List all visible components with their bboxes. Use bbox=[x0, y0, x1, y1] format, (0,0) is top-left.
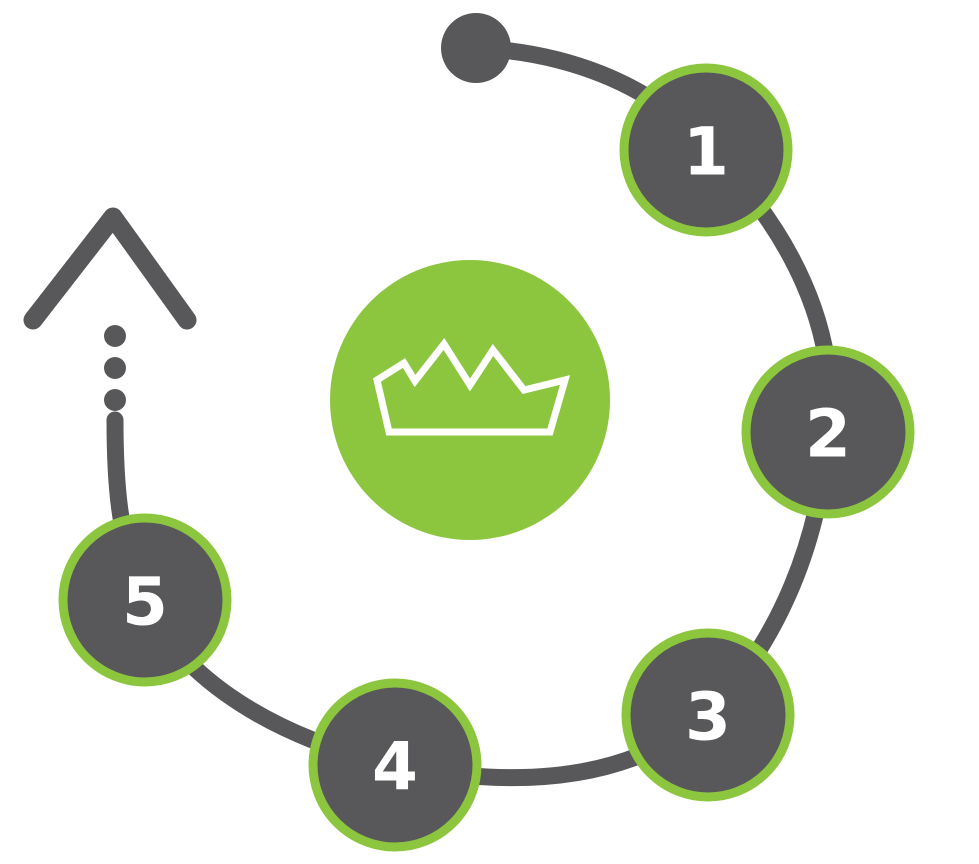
step-circle bbox=[741, 345, 915, 519]
step-circle bbox=[308, 678, 482, 852]
dot bbox=[104, 357, 126, 379]
step-number: 3 bbox=[685, 679, 731, 756]
step-circle bbox=[619, 63, 793, 237]
dotted-line bbox=[104, 325, 126, 411]
up-arrow-icon bbox=[23, 207, 197, 330]
step-number: 4 bbox=[372, 729, 418, 806]
step-number: 5 bbox=[122, 564, 168, 641]
center-badge bbox=[330, 260, 610, 540]
step-3: 3 bbox=[621, 628, 795, 802]
dot bbox=[104, 325, 126, 347]
step-number: 2 bbox=[805, 396, 851, 473]
step-4: 4 bbox=[308, 678, 482, 852]
step-circle bbox=[58, 513, 232, 687]
step-5: 5 bbox=[58, 513, 232, 687]
step-number: 1 bbox=[683, 114, 729, 191]
start-dot bbox=[441, 13, 511, 83]
step-circle bbox=[621, 628, 795, 802]
step-2: 2 bbox=[741, 345, 915, 519]
crown-icon bbox=[373, 337, 571, 436]
step-1: 1 bbox=[619, 63, 793, 237]
dot bbox=[104, 389, 126, 411]
center-circle bbox=[330, 260, 610, 540]
